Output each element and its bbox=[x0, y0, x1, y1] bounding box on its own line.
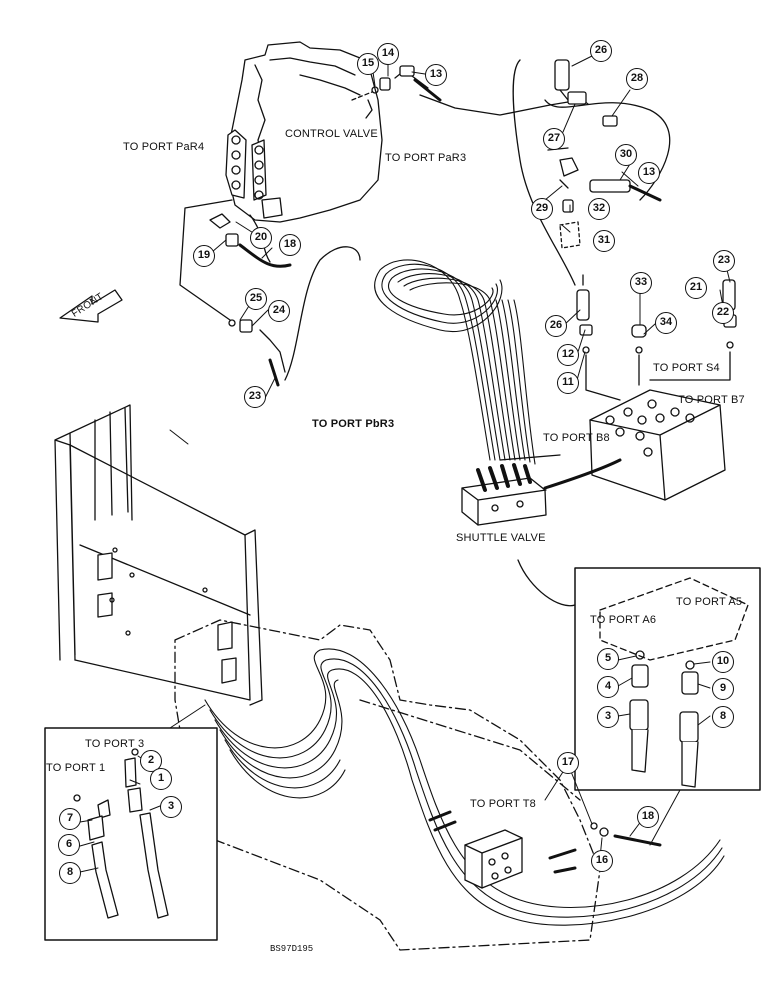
label-to-port-b7: TO PORT B7 bbox=[678, 394, 745, 406]
shuttle-detail-block bbox=[499, 274, 737, 501]
label-to-port-a5: TO PORT A5 bbox=[676, 596, 743, 608]
hose-bundle-upper bbox=[374, 259, 536, 465]
fittings-paR3 bbox=[351, 65, 581, 116]
callout-1: 1 bbox=[150, 768, 172, 790]
callout-6: 6 bbox=[58, 834, 80, 856]
callout-25: 25 bbox=[245, 288, 267, 310]
document-id: BS97D195 bbox=[270, 944, 314, 954]
callout-34: 34 bbox=[655, 312, 677, 334]
callout-26-upper: 26 bbox=[590, 40, 612, 62]
callout-26-lower: 26 bbox=[545, 315, 567, 337]
callout-24: 24 bbox=[268, 300, 290, 322]
callout-20: 20 bbox=[250, 227, 272, 249]
callout-18-lower: 18 bbox=[637, 806, 659, 828]
callout-19: 19 bbox=[193, 245, 215, 267]
callout-30: 30 bbox=[615, 144, 637, 166]
control-valve-drawing bbox=[225, 41, 383, 223]
callout-10: 10 bbox=[712, 651, 734, 673]
callout-7: 7 bbox=[59, 808, 81, 830]
callout-12: 12 bbox=[557, 344, 579, 366]
label-to-port-s4: TO PORT S4 bbox=[653, 362, 720, 374]
label-shuttle-valve: SHUTTLE VALVE bbox=[456, 532, 546, 544]
label-to-port-a6: TO PORT A6 bbox=[590, 614, 657, 626]
callout-15: 15 bbox=[357, 53, 379, 75]
callout-27: 27 bbox=[543, 128, 565, 150]
label-to-port-t8: TO PORT T8 bbox=[470, 798, 536, 810]
callout-3-right: 3 bbox=[597, 706, 619, 728]
callout-8-left: 8 bbox=[59, 862, 81, 884]
fittings-upper-right bbox=[512, 59, 671, 286]
callout-9: 9 bbox=[712, 678, 734, 700]
callout-23-lower: 23 bbox=[244, 386, 266, 408]
callout-2: 2 bbox=[140, 750, 162, 772]
callout-31: 31 bbox=[593, 230, 615, 252]
label-to-port-3: TO PORT 3 bbox=[85, 738, 145, 750]
label-to-port-pbr3: TO PORT PbR3 bbox=[312, 418, 395, 430]
callout-22: 22 bbox=[712, 302, 734, 324]
fittings-pbR3 bbox=[228, 246, 361, 387]
label-to-port-par3: TO PORT PaR3 bbox=[385, 152, 467, 164]
front-arrow-icon bbox=[59, 289, 123, 323]
callout-28: 28 bbox=[626, 68, 648, 90]
callout-16: 16 bbox=[591, 850, 613, 872]
callout-32: 32 bbox=[588, 198, 610, 220]
callout-18-upper: 18 bbox=[279, 234, 301, 256]
callout-14: 14 bbox=[377, 43, 399, 65]
callout-17: 17 bbox=[557, 752, 579, 774]
label-to-port-1: TO PORT 1 bbox=[46, 762, 106, 774]
callout-8-right: 8 bbox=[712, 706, 734, 728]
label-control-valve: CONTROL VALVE bbox=[285, 128, 378, 140]
callout-11: 11 bbox=[557, 372, 579, 394]
callout-33: 33 bbox=[630, 272, 652, 294]
callout-3-left: 3 bbox=[160, 796, 182, 818]
callout-23-right: 23 bbox=[713, 250, 735, 272]
cab-frame bbox=[54, 404, 263, 706]
callout-5: 5 bbox=[597, 648, 619, 670]
callout-4: 4 bbox=[597, 676, 619, 698]
label-to-port-par4: TO PORT PaR4 bbox=[123, 141, 205, 153]
hose-bundle-lower bbox=[204, 648, 725, 926]
inset-left bbox=[44, 704, 218, 941]
callout-21: 21 bbox=[685, 277, 707, 299]
frame-outline-lower bbox=[174, 619, 601, 951]
label-to-port-b8: TO PORT B8 bbox=[543, 432, 610, 444]
port-t8-block bbox=[428, 810, 662, 889]
callout-13-upper: 13 bbox=[425, 64, 447, 86]
shuttle-valve-block bbox=[461, 463, 547, 526]
callout-13-right: 13 bbox=[638, 162, 660, 184]
callout-29: 29 bbox=[531, 198, 553, 220]
